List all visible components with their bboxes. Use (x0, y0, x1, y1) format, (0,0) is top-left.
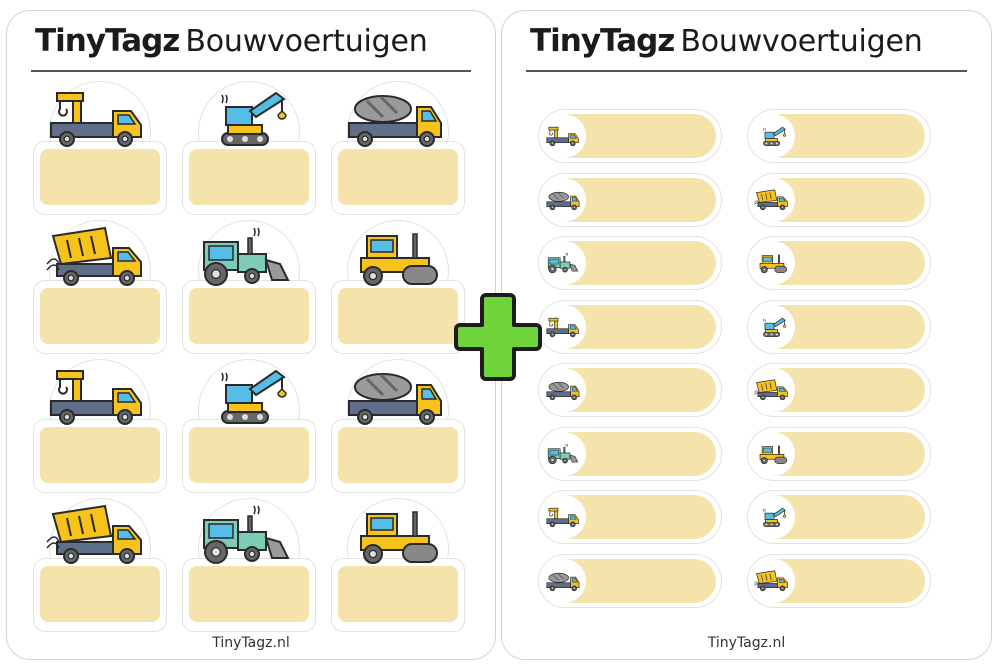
name-label-tow-truck (538, 490, 722, 544)
sticker-write-area (338, 288, 458, 344)
name-label-bulldozer (538, 426, 722, 481)
sticker-write-area (40, 566, 160, 622)
name-sticker-crane (182, 359, 316, 493)
name-sticker-dump-truck (33, 498, 167, 632)
label-icon-badge (542, 495, 586, 539)
sticker-write-area (40, 427, 160, 483)
brand-name: TinyTagz (530, 23, 675, 59)
name-sticker-road-roller (331, 220, 465, 354)
cement-mixer-icon (348, 373, 442, 425)
bulldozer-icon (547, 252, 579, 274)
crane-icon (763, 126, 787, 146)
name-label-cement-mixer (538, 172, 722, 227)
dump-truck-icon (754, 569, 788, 591)
crane-icon (221, 369, 287, 424)
dump-truck-icon (754, 188, 788, 210)
sticker-write-area (189, 288, 309, 344)
sticker-write-area (40, 149, 160, 205)
plus-icon (454, 293, 542, 381)
cement-mixer-icon (546, 381, 580, 401)
name-label-road-roller (747, 426, 931, 481)
sticker-write-area (40, 288, 160, 344)
dump-truck-icon (46, 504, 142, 564)
sheet-subtitle: Bouwvoertuigen (680, 24, 923, 59)
tow-truck-icon (50, 370, 142, 425)
name-label-dump-truck (747, 363, 931, 417)
name-label-crane (747, 109, 931, 163)
name-label-road-roller (747, 236, 931, 290)
tow-truck-icon (50, 92, 142, 147)
tow-truck-icon (546, 317, 579, 337)
name-sticker-bulldozer (182, 220, 316, 354)
dump-truck-icon (46, 226, 142, 286)
name-label-dump-truck (747, 553, 931, 608)
sticker-write-area (338, 149, 458, 205)
bulldozer-icon (203, 227, 290, 286)
name-label-crane (747, 490, 931, 544)
name-label-tow-truck (538, 109, 722, 163)
sheet-subtitle: Bouwvoertuigen (185, 24, 428, 59)
road-roller-icon (360, 233, 438, 286)
title-divider (526, 70, 967, 72)
sticker-write-area (338, 427, 458, 483)
sticker-write-area (189, 427, 309, 483)
cement-mixer-icon (546, 191, 580, 210)
road-roller-icon (759, 445, 788, 464)
sheet-footer: TinyTagz.nl (212, 635, 290, 651)
name-sticker-bulldozer (182, 498, 316, 632)
name-sticker-tow-truck (33, 359, 167, 493)
name-label-cement-mixer (538, 553, 722, 608)
road-roller-icon (360, 511, 438, 564)
tow-truck-icon (546, 507, 579, 528)
name-sticker-cement-mixer (331, 81, 465, 215)
bulldozer-icon (547, 443, 579, 464)
road-roller-icon (759, 254, 788, 274)
name-sticker-road-roller (331, 498, 465, 632)
cement-mixer-icon (546, 572, 580, 591)
label-icon-badge (542, 304, 586, 349)
brand-name: TinyTagz (35, 23, 180, 59)
sticker-write-area (189, 566, 309, 622)
name-label-tow-truck (538, 299, 722, 354)
name-sticker-tow-truck (33, 81, 167, 215)
crane-icon (763, 317, 787, 337)
bulldozer-icon (203, 505, 290, 564)
name-label-crane (747, 299, 931, 354)
name-label-bulldozer (538, 236, 722, 290)
name-sticker-dump-truck (33, 220, 167, 354)
tow-truck-icon (546, 126, 579, 147)
name-label-dump-truck (747, 172, 931, 227)
sheet-footer: TinyTagz.nl (707, 635, 786, 651)
title-divider (31, 70, 471, 72)
dump-truck-icon (754, 379, 788, 401)
crane-icon (763, 507, 787, 527)
name-sticker-crane (182, 81, 316, 215)
sticker-write-area (338, 566, 458, 622)
cement-mixer-icon (348, 95, 442, 147)
sticker-write-area (189, 149, 309, 205)
name-label-cement-mixer (538, 363, 722, 417)
name-sticker-cement-mixer (331, 359, 465, 493)
label-icon-badge (542, 114, 586, 158)
crane-icon (221, 91, 287, 146)
